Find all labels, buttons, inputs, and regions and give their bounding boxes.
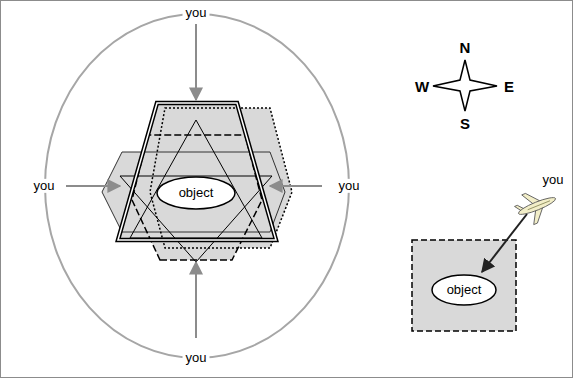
footprint-outlines xyxy=(102,103,292,262)
compass-letter: E xyxy=(504,79,514,96)
viewer-label: you xyxy=(336,179,363,193)
ellipse-shape xyxy=(157,177,235,209)
compass-letter: S xyxy=(460,116,470,133)
airplane-icon xyxy=(512,184,562,229)
viewer-label: you xyxy=(31,179,58,193)
compass-letter: N xyxy=(460,40,471,57)
compass-letter: W xyxy=(415,79,429,96)
object-ellipse: object xyxy=(156,176,236,210)
sight-arrow xyxy=(482,214,527,272)
ellipse-shape xyxy=(432,275,496,305)
view-arrows xyxy=(66,24,322,338)
ground-footprint xyxy=(412,240,516,331)
viewing-orbit xyxy=(45,14,349,358)
object-label: object xyxy=(447,283,482,298)
viewer-label: you xyxy=(540,173,567,187)
object-ellipse: object xyxy=(431,274,497,306)
object-label: object xyxy=(179,186,214,201)
compass-rose xyxy=(433,60,497,111)
viewer-label: you xyxy=(183,351,210,365)
footprint-fills xyxy=(102,103,292,260)
viewer-label: you xyxy=(183,6,210,20)
